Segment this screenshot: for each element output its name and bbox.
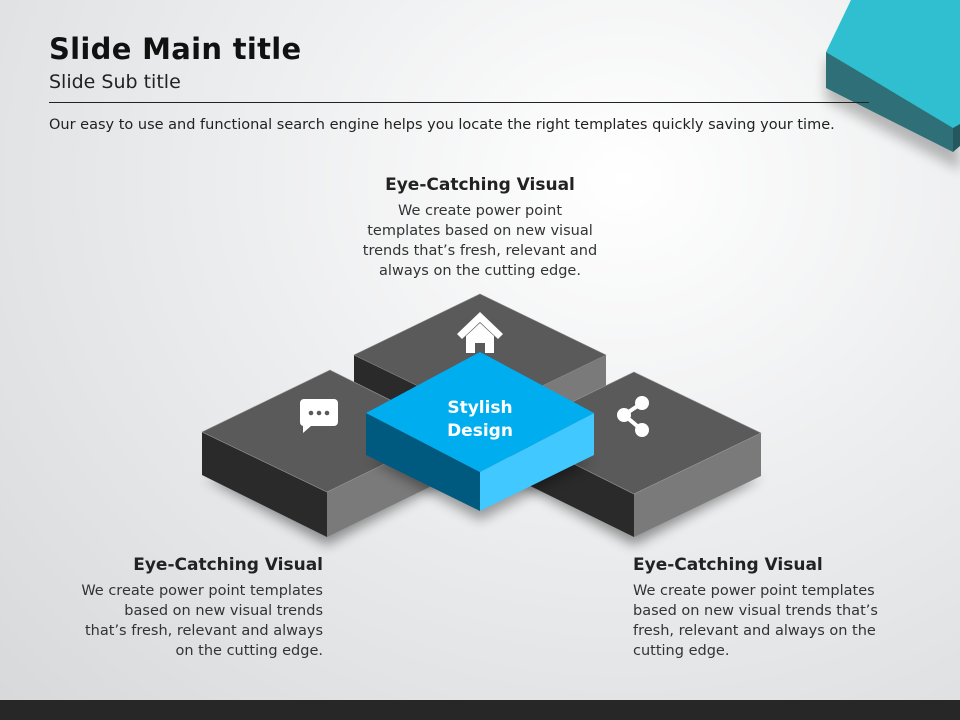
home-icon: [457, 312, 503, 353]
description: Our easy to use and functional search en…: [49, 117, 835, 133]
divider: [49, 102, 869, 103]
share-icon: [617, 396, 649, 437]
center-label-line2: Design: [447, 421, 513, 441]
page-title: Slide Main title: [49, 32, 302, 66]
center-block: Stylish Design: [366, 352, 594, 520]
feature-heading: Eye-Catching Visual: [133, 555, 323, 575]
feature-top: Eye-Catching Visual We create power poin…: [330, 175, 630, 281]
feature-heading: Eye-Catching Visual: [633, 555, 823, 575]
feature-left: Eye-Catching Visual We create power poin…: [40, 555, 323, 661]
chat-icon: [299, 399, 338, 433]
feature-body: We create power point templates based on…: [81, 583, 323, 659]
feature-body: We create power point templates based on…: [633, 583, 878, 659]
corner-block: [826, 0, 960, 170]
center-label-line1: Stylish: [447, 398, 512, 418]
page-subtitle: Slide Sub title: [49, 71, 181, 93]
feature-body: We create power point templates based on…: [362, 203, 598, 279]
feature-heading: Eye-Catching Visual: [385, 175, 575, 195]
footer-bar: [0, 700, 960, 720]
feature-right: Eye-Catching Visual We create power poin…: [633, 555, 933, 661]
